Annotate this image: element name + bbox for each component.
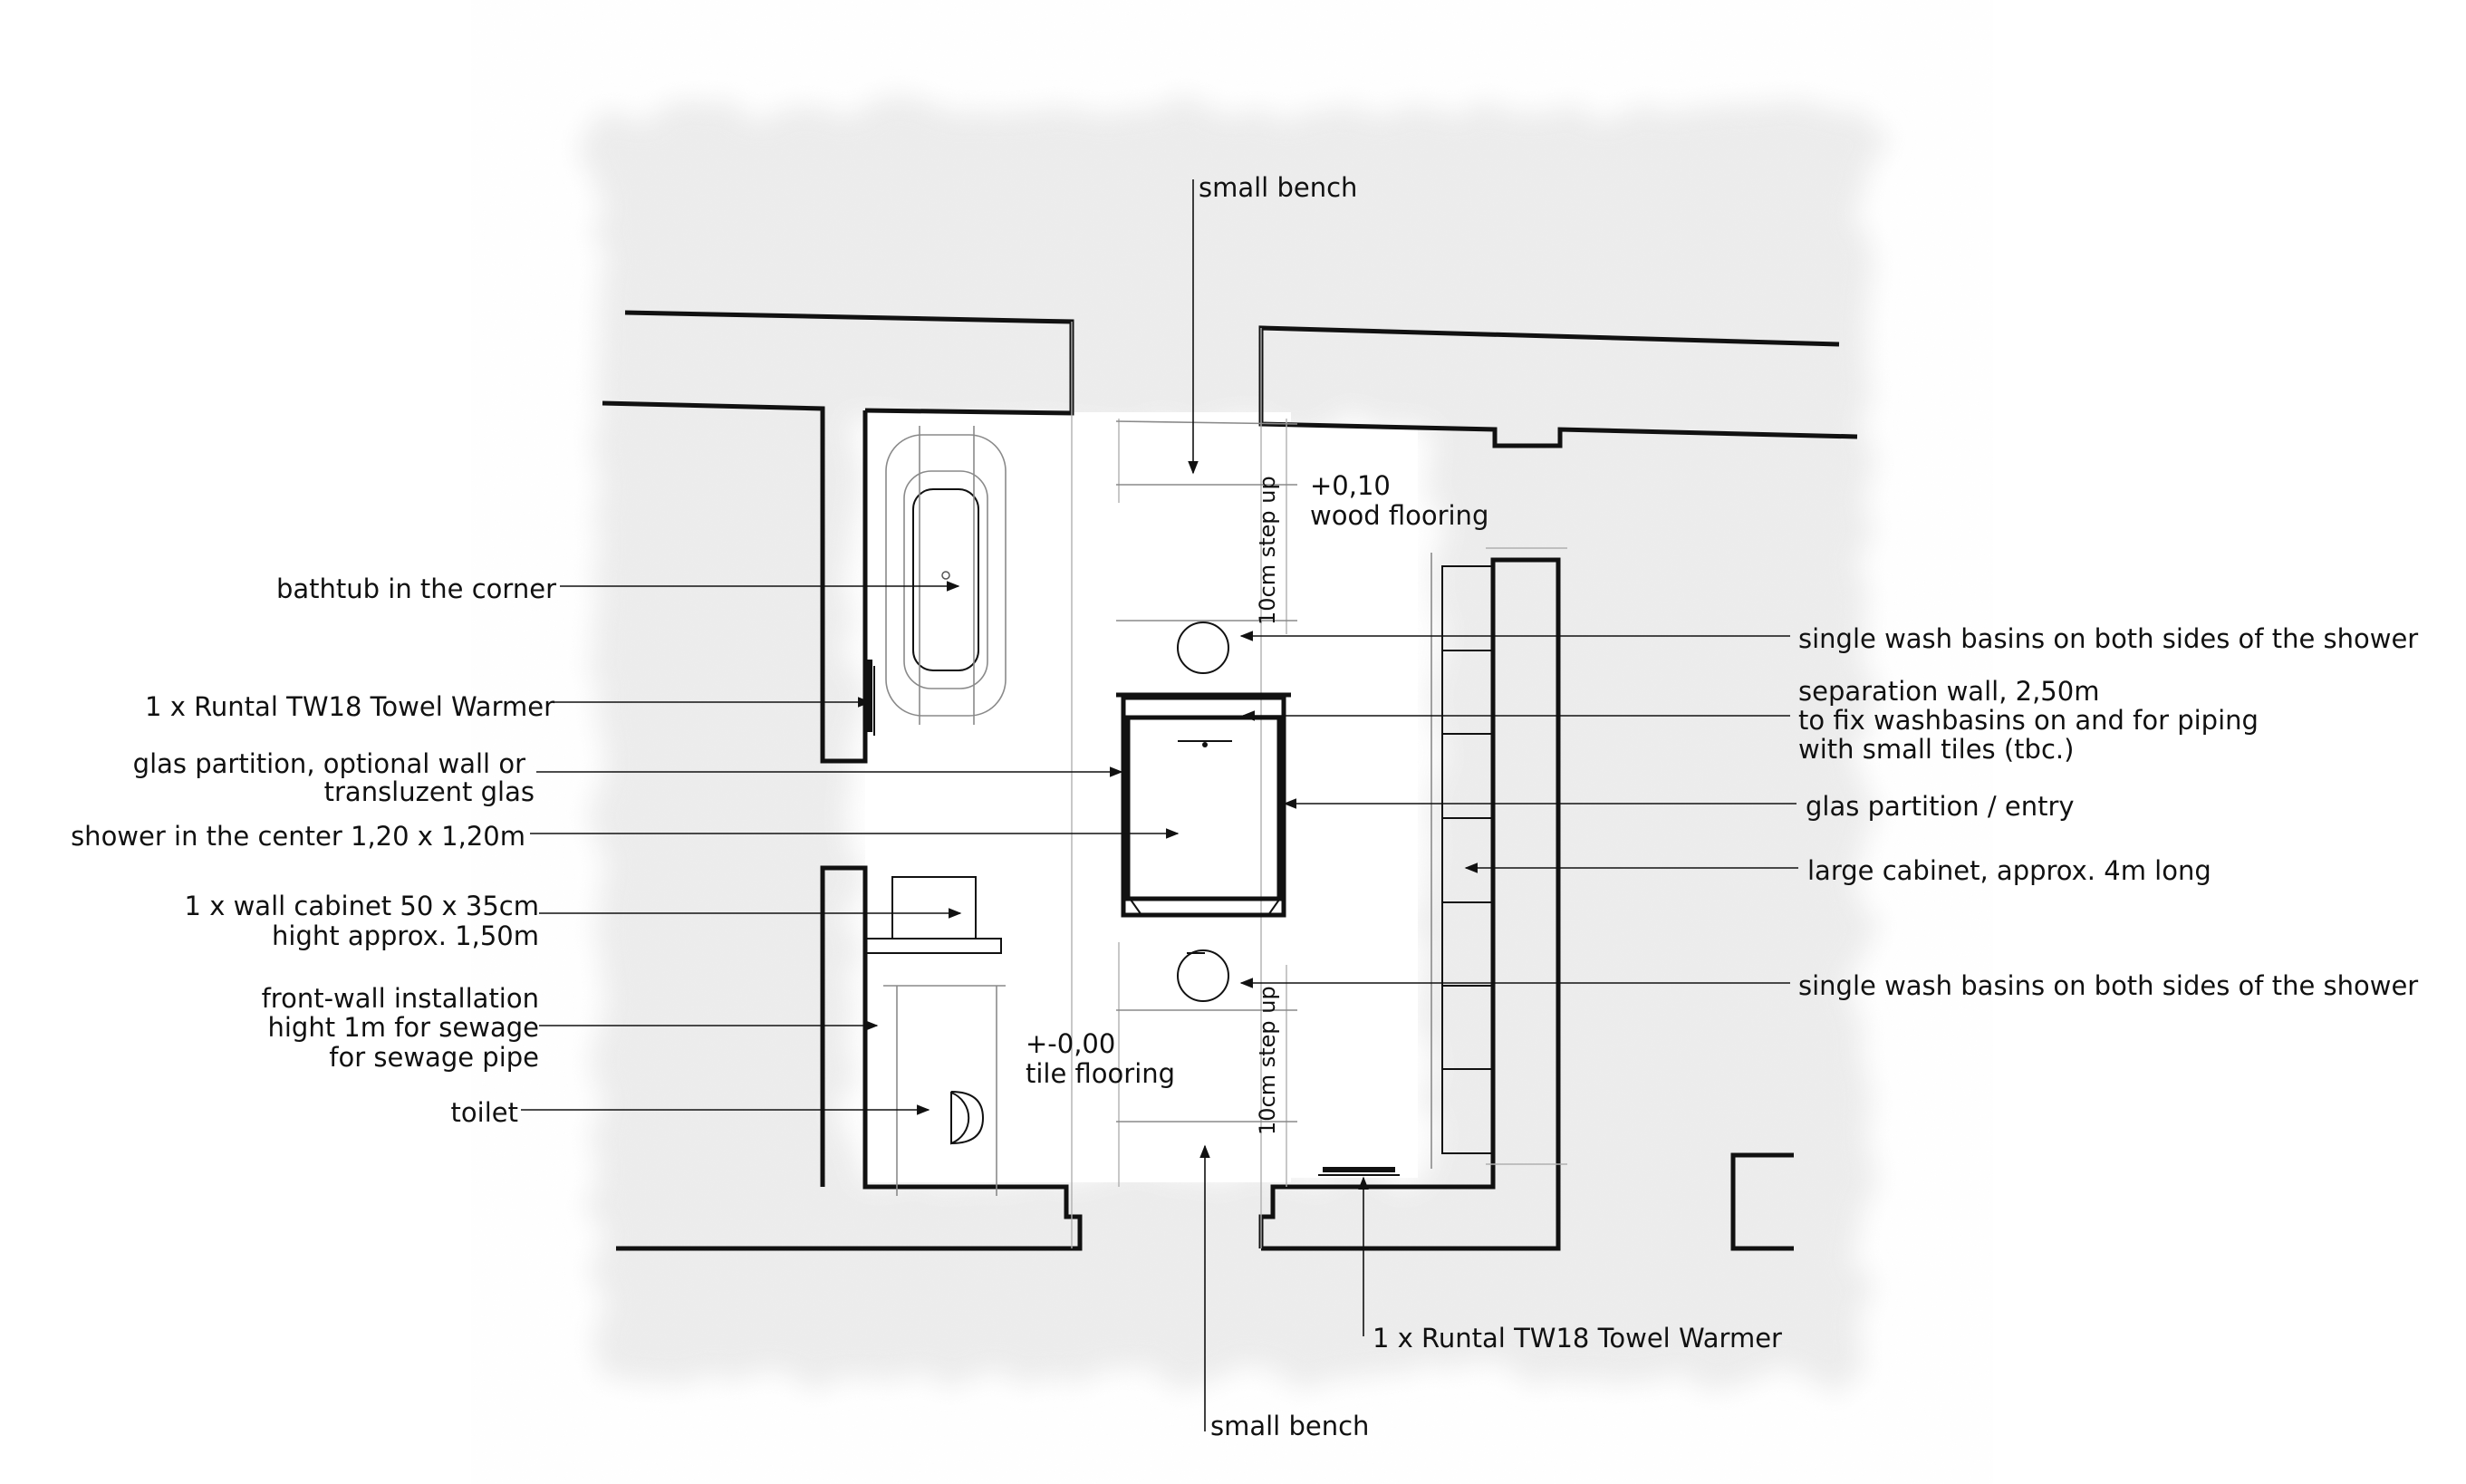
towel-warmer-left — [865, 660, 875, 736]
annotations: small bench small bench +0,10 wood floor… — [71, 172, 2418, 1441]
label-large-cabinet: large cabinet, approx. 4m long — [1807, 855, 2211, 886]
label-step-up-top: 10cm step up — [1255, 476, 1280, 625]
label-glas-partition-1: glas partition, optional wall or — [133, 748, 525, 779]
label-wood-flooring: wood flooring — [1310, 500, 1488, 531]
bathtub — [885, 426, 1007, 725]
label-wash-basins-top: single wash basins on both sides of the … — [1798, 623, 2418, 654]
bottom-wall-right — [1258, 557, 1561, 1251]
leader-lines — [521, 179, 1798, 1431]
label-wall-cabinet-1: 1 x wall cabinet 50 x 35cm — [185, 891, 539, 921]
shower — [1116, 692, 1291, 918]
label-tile-flooring: tile flooring — [1026, 1058, 1175, 1089]
label-glas-entry: glas partition / entry — [1806, 791, 2075, 822]
far-right-wall — [1730, 1152, 1794, 1251]
label-step-up-bottom: 10cm step up — [1255, 986, 1280, 1135]
label-front-wall-1: front-wall installation — [262, 983, 539, 1014]
large-cabinet — [1441, 565, 1494, 1154]
label-small-bench-top: small bench — [1199, 172, 1357, 203]
left-lower-wall — [616, 865, 1083, 1251]
label-wall-cabinet-2: hight approx. 1,50m — [272, 920, 539, 951]
towel-warmer-bottom — [1318, 1167, 1400, 1176]
walls — [602, 310, 1858, 1251]
label-glas-partition-2: transluzent glas — [324, 776, 535, 807]
left-upper-wall — [602, 400, 868, 764]
room-interior — [865, 412, 1418, 1182]
label-towel-warmer-left: 1 x Runtal TW18 Towel Warmer — [145, 691, 554, 722]
label-toilet: toilet — [451, 1097, 518, 1128]
label-shower: shower in the center 1,20 x 1,20m — [71, 821, 525, 852]
label-front-wall-2: hight 1m for sewage — [267, 1012, 539, 1043]
label-separation-1: separation wall, 2,50m — [1798, 676, 2099, 707]
label-wash-basins-bottom: single wash basins on both sides of the … — [1798, 970, 2418, 1001]
label-separation-2: to fix washbasins on and for piping — [1798, 705, 2259, 736]
label-bathtub: bathtub in the corner — [276, 573, 556, 604]
label-towel-warmer-bottom: 1 x Runtal TW18 Towel Warmer — [1373, 1323, 1782, 1354]
label-small-bench-bottom: small bench — [1210, 1411, 1369, 1441]
toilet — [950, 1091, 985, 1145]
construction-lines — [883, 322, 1567, 1248]
label-separation-3: with small tiles (tbc.) — [1798, 734, 2074, 765]
label-tile-level: +-0,00 — [1026, 1028, 1115, 1059]
wall-cabinet — [864, 876, 1002, 954]
wash-basins — [1177, 622, 1229, 1002]
label-wood-level: +0,10 — [1310, 470, 1391, 501]
label-front-wall-3: for sewage pipe — [329, 1042, 539, 1073]
